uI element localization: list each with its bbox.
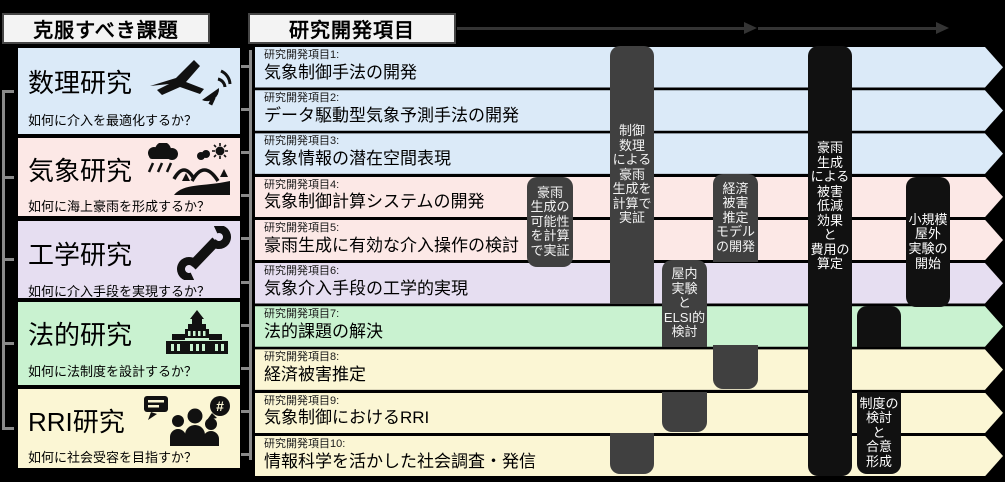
wrench-icon — [176, 225, 232, 285]
rd-item-label: 研究開発項目4: — [264, 178, 340, 191]
milestone-indoor-experiment-elsi-tail — [662, 392, 707, 432]
milestone-outdoor-experiment-start: 小規模 屋外 実験の 開始 — [906, 177, 950, 307]
milestone-institution-consensus: 制度の 検討 と 合意 形成 — [857, 392, 901, 474]
rd-item-label: 研究開発項目8: — [264, 351, 340, 364]
connector-tick — [241, 151, 250, 154]
rd-item-label: 研究開発項目3: — [264, 135, 340, 148]
connector-tick — [241, 281, 250, 284]
category-weather: 気象研究 如何に海上豪雨を形成するか？ — [18, 138, 240, 216]
milestone-label: 豪雨 生成の 可能性 を計算 で実証 — [530, 184, 570, 258]
svg-text:#: # — [216, 398, 224, 414]
milestone-institution-consensus-head — [857, 306, 901, 347]
connector-spine — [249, 50, 252, 460]
rd-item-label: 研究開発項目7: — [264, 308, 340, 321]
connector-tick — [241, 453, 250, 456]
category-legal: 法的研究 — [18, 302, 240, 385]
people-discussion-icon: # — [140, 394, 232, 451]
connector-tick — [241, 367, 250, 370]
timeline-arrow-phase2 — [758, 27, 936, 30]
rd-item-title: 気象制御計算システムの開発 — [264, 192, 485, 212]
milestone-economic-damage-model: 経済 被害 推定 モデル の開発 — [713, 174, 758, 262]
milestone-control-math-proof-tail — [610, 433, 654, 474]
rd-item-title: 経済被害推定 — [264, 365, 366, 385]
rain-cloud-mountain-icon — [140, 142, 232, 200]
rd-item-title: 気象制御手法の開発 — [264, 62, 417, 82]
connector-tick — [241, 194, 250, 197]
milestone-heavy-rain-feasibility: 豪雨 生成の 可能性 を計算 で実証 — [527, 177, 573, 267]
challenges-header: 克服すべき課題 — [2, 13, 210, 44]
connector-tick — [241, 108, 250, 111]
category-question: 如何に介入手段を実現するか？ — [28, 284, 211, 299]
rd-item-label: 研究開発項目1: — [264, 49, 340, 61]
milestone-control-math-proof: 制御 数理 による 豪雨 生成を 計算で 実証 — [610, 46, 654, 304]
milestone-damage-reduction-cost: 豪雨 生成 による 被害 低減 効果 と 費用の 算定 — [808, 46, 852, 476]
milestone-label: 豪雨 生成 による 被害 低減 効果 と 費用の 算定 — [810, 140, 850, 272]
milestone-label: 経済 被害 推定 モデル の開発 — [715, 180, 755, 254]
rd-item-title: 気象制御におけるRRI — [264, 408, 430, 428]
rd-item-label: 研究開発項目2: — [264, 92, 340, 105]
rd-items-header: 研究開発項目 — [248, 13, 456, 44]
rd-item-label: 研究開発項目10: — [264, 437, 346, 450]
category-question: 如何に法制度を設計するか？ — [28, 363, 198, 379]
connector-tick — [241, 65, 250, 68]
airplane-satellite-icon — [142, 56, 232, 111]
connector-tick — [241, 324, 250, 327]
rd-item-title: 豪雨生成に有効な介入操作の検討 — [264, 235, 519, 255]
connector-tick — [241, 410, 250, 413]
milestone-label: 屋内 実験 と ELSI的 検討 — [663, 266, 706, 340]
category-question: 如何に社会受容を目指すか？ — [28, 450, 198, 465]
connector-tick — [241, 237, 250, 240]
rd-item-title: 法的課題の解決 — [264, 321, 383, 341]
category-math: 数理研究 如何に介入を最適化するか？ — [18, 48, 240, 134]
rd-item-label: 研究開発項目6: — [264, 265, 340, 277]
milestone-economic-damage-model-tail — [713, 345, 758, 389]
left-bracket-tick — [2, 176, 14, 179]
category-title: 気象研究 — [28, 155, 133, 186]
milestone-indoor-experiment-elsi: 屋内 実験 と ELSI的 検討 — [662, 260, 707, 347]
category-question: 如何に介入を最適化するか？ — [28, 112, 198, 128]
left-bracket-tick — [2, 342, 14, 345]
category-title: RRI研究 — [28, 406, 125, 437]
left-bracket-tick — [2, 258, 14, 261]
category-question: 如何に海上豪雨を形成するか？ — [28, 199, 211, 214]
rd-item-title: データ駆動型気象予測手法の開発 — [264, 105, 519, 125]
timeline-arrowhead-phase2 — [936, 22, 949, 34]
rd-item-label: 研究開発項目9: — [264, 394, 340, 407]
left-bracket-tick — [2, 90, 14, 93]
rd-item-label: 研究開発項目5: — [264, 221, 340, 234]
milestone-label: 制度の 検討 と 合意 形成 — [859, 395, 899, 469]
rd-item-row-8: 研究開発項目8: 経済被害推定 — [255, 349, 1003, 390]
milestone-label: 制御 数理 による 豪雨 生成を 計算で 実証 — [612, 123, 652, 226]
timeline-arrowhead-phase1 — [744, 22, 757, 34]
rd-item-title: 気象介入手段の工学的実現 — [264, 278, 468, 298]
category-title: 法的研究 — [28, 320, 133, 351]
category-rri: RRI研究 # 如何に社会受容を目 — [18, 389, 240, 468]
rd-item-title: 気象情報の潜在空間表現 — [264, 149, 451, 169]
category-title: 数理研究 — [28, 67, 133, 98]
category-title: 工学研究 — [28, 239, 133, 270]
left-bracket-tick — [2, 427, 14, 430]
milestone-label: 小規模 屋外 実験の 開始 — [908, 211, 948, 271]
parliament-building-icon — [162, 310, 232, 361]
rd-item-title: 情報科学を活かした社会調査・発信 — [264, 451, 536, 471]
category-engineering: 工学研究 如何に介入手段を実現するか？ — [18, 221, 240, 299]
timeline-arrow-phase1 — [457, 27, 744, 30]
